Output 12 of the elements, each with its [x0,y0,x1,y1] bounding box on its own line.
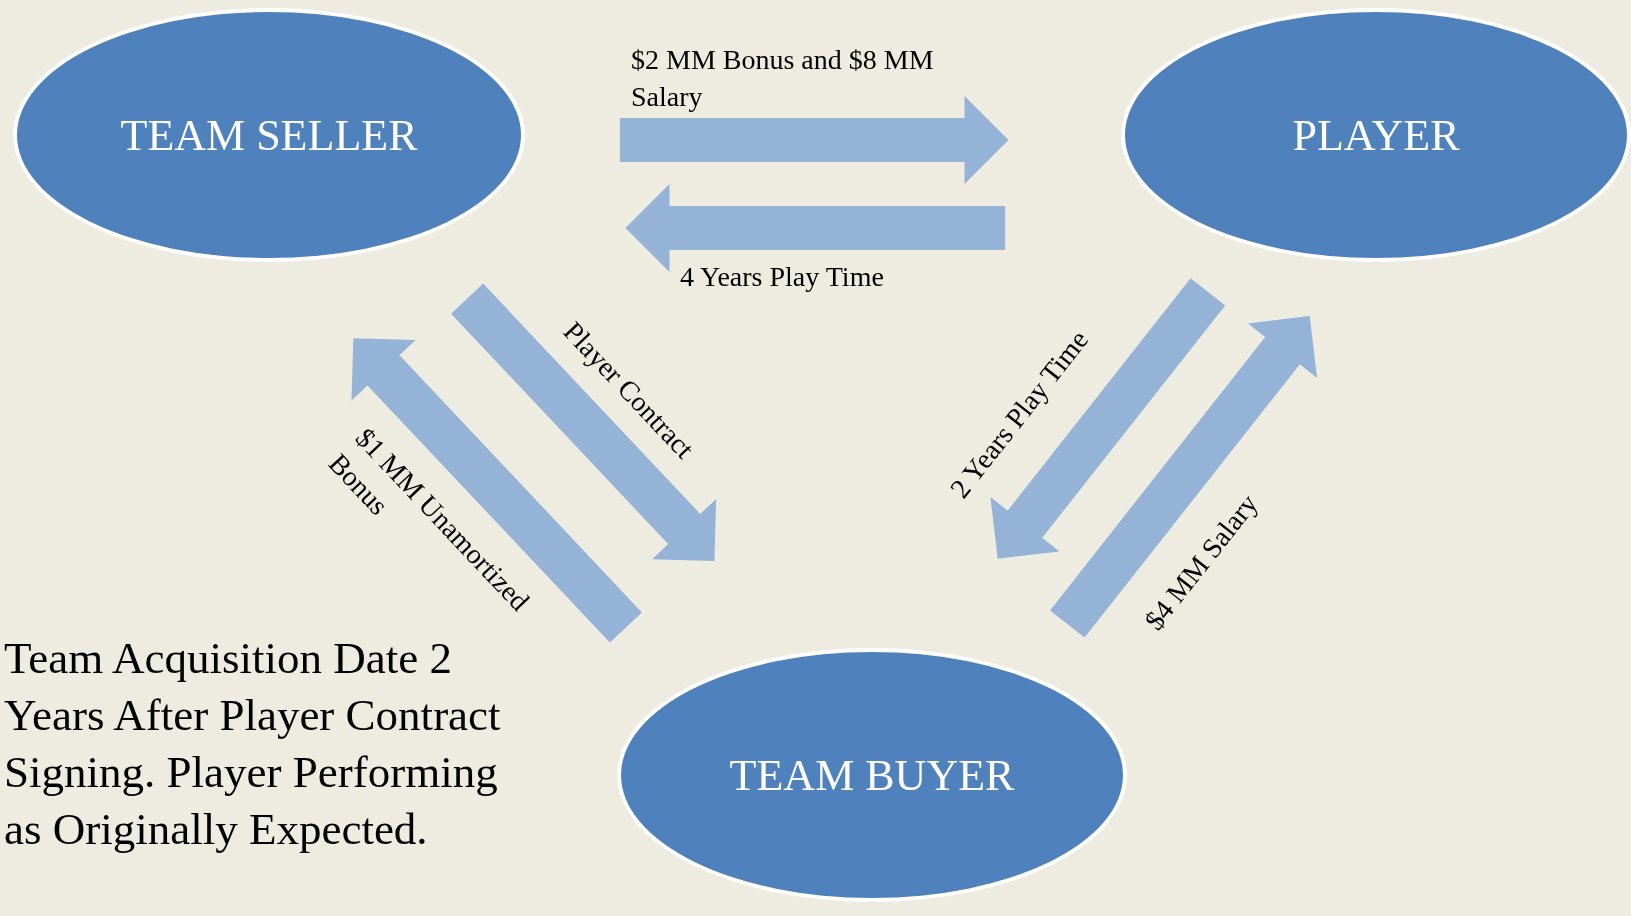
node-label: PLAYER [1292,109,1460,162]
note-text: Team Acquisition Date 2 Years After Player Contract Signing. Player Performing as Originally Expected. [4,632,502,856]
block-arrow [351,338,642,643]
block-arrow [451,283,717,562]
node-label: TEAM SELLER [120,109,418,162]
block-arrow [990,278,1226,559]
block-arrow [619,96,1009,184]
node-label: TEAM BUYER [729,749,1015,802]
edge-label: 4 Years Play Time [680,259,885,294]
edge-label: $2 MM Bonus and $8 MM Salary [631,43,935,114]
block-arrow [625,184,1006,272]
block-arrow [1050,316,1318,638]
